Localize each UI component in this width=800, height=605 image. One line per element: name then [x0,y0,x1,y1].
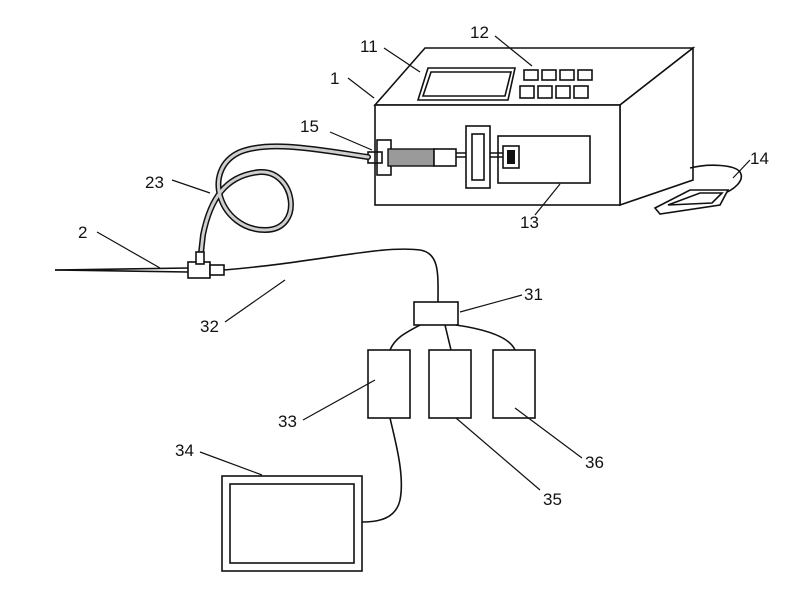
leader-12 [494,35,533,67]
pump-display-screen [416,67,516,101]
tube-fill [198,144,370,264]
label-display: 11 [360,37,378,56]
connector [209,264,225,276]
tube-fitting [195,251,205,265]
syringe-barrel-fluid [387,148,435,167]
pedal-top [667,192,724,206]
keypad-key [577,69,593,81]
module-c-box [492,349,536,419]
pump-keypad [519,69,593,99]
leader-23 [171,179,211,194]
foot-pedal [653,164,742,215]
leader-35 [455,417,541,491]
keypad-key [573,85,589,99]
monitor-frame [221,475,363,572]
module-a-box [367,349,411,419]
branch-to-module-a [389,324,421,351]
leader-34 [199,451,263,476]
keypad-key [519,85,535,99]
pump-housing [373,46,696,207]
keypad-key [541,69,557,81]
leader-2 [96,231,161,269]
keypad-key [537,85,553,99]
label-splitter: 31 [524,285,543,304]
label-pedal: 14 [750,149,769,168]
syringe-assembly [367,125,520,189]
splitter-box [413,301,459,326]
leader-36 [514,407,583,459]
leader-14 [732,159,751,179]
branch-to-module-b [444,324,452,351]
extension-tube [197,143,371,265]
monitor-cable [361,417,403,523]
keypad-key [559,69,575,81]
leader-15 [329,131,373,151]
label-keypad: 12 [470,23,489,42]
label-driver: 13 [520,213,539,232]
label-cable: 32 [200,317,219,336]
leader-1 [347,77,375,99]
monitor-screen [229,483,355,564]
needle-assembly [54,251,225,279]
signal-cable [223,248,439,303]
label-module-c: 36 [585,453,604,472]
needle-shaft-edge [54,267,189,271]
label-needle: 2 [78,223,87,242]
label-tube: 23 [145,173,164,192]
plunger-pusher-block [507,150,515,164]
syringe-barrel [433,148,457,167]
leader-31 [459,294,523,313]
keypad-key [555,85,571,99]
leader-11 [383,47,421,73]
label-module-b: 35 [543,490,562,509]
syringe-holder-slot [471,133,485,181]
label-module-a: 33 [278,412,297,431]
label-syringe: 15 [300,117,319,136]
leader-13 [534,183,561,216]
syringe-holder [465,125,491,189]
pedal-cable [689,164,742,196]
label-monitor: 34 [175,441,194,460]
keypad-key [523,69,539,81]
pump-display-inner [421,71,513,97]
leader-33 [302,379,376,421]
branch-to-module-c [455,324,516,351]
leader-32 [224,279,286,323]
module-b-box [428,349,472,419]
label-pump: 1 [330,69,339,88]
